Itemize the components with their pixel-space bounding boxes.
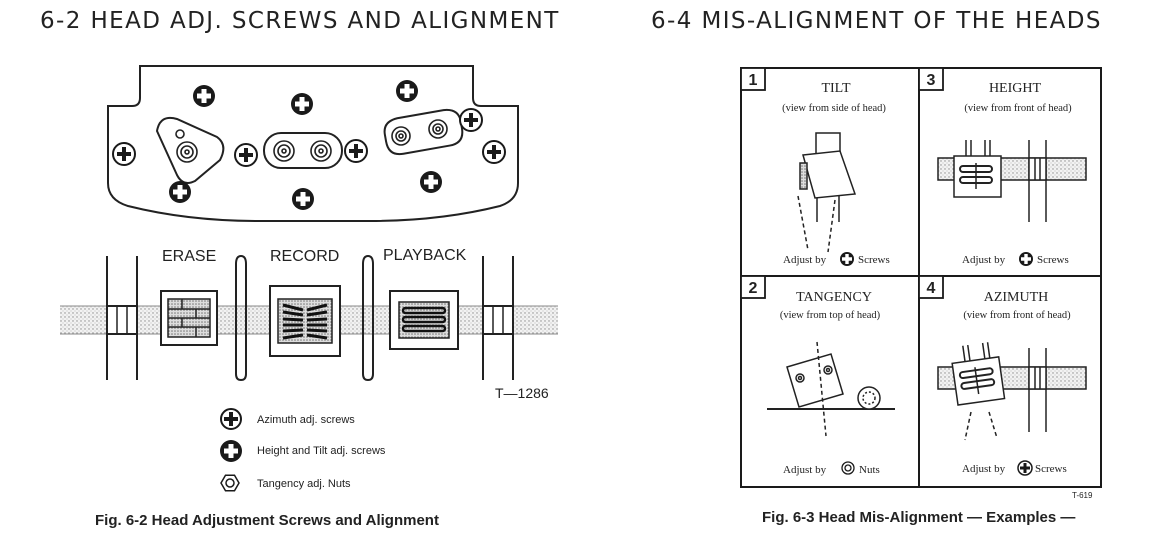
record-head (269, 285, 341, 357)
tilt-subtitle: (view from side of head) (782, 103, 886, 114)
tangency-nut-icon (220, 474, 240, 492)
playback-head (389, 290, 459, 350)
height-illustration (937, 140, 1087, 222)
tilt-adjust-suffix: Screws (858, 254, 890, 266)
azimuth-title: AZIMUTH (984, 290, 1049, 305)
panel-number-boxes (740, 67, 944, 299)
height-title: HEIGHT (989, 81, 1042, 96)
panel-tangency: 2 TANGENCY (view from top of head) Adjus… (749, 280, 895, 476)
figure-6-3-caption: Fig. 6-3 Head Mis-Alignment — Examples — (762, 509, 1076, 526)
height-adjust-suffix: Screws (1037, 254, 1069, 266)
figure-6-2-caption: Fig. 6-2 Head Adjustment Screws and Alig… (95, 512, 439, 529)
panel-height: 3 HEIGHT (view from front of head) Adjus… (927, 72, 1087, 266)
tangency-subtitle: (view from top of head) (780, 310, 881, 321)
erase-head (160, 290, 218, 346)
playback-label: PLAYBACK (383, 247, 467, 264)
tilt-adjust-prefix: Adjust by (783, 254, 827, 266)
azimuth-screw-icon (1017, 460, 1033, 476)
record-label: RECORD (270, 248, 339, 265)
panel-number-1: 1 (749, 72, 758, 89)
height-tilt-screw-icon (840, 252, 854, 266)
tangency-title: TANGENCY (796, 290, 872, 305)
panel-azimuth: 4 AZIMUTH (view from front of head) Adju… (927, 280, 1087, 476)
section-heading-6-4: 6-4 MIS-ALIGNMENT OF THE HEADS (651, 8, 1102, 34)
height-tilt-screws (169, 80, 442, 210)
legend-tangency-label: Tangency adj. Nuts (257, 478, 351, 490)
azimuth-adjust-suffix: Screws (1035, 463, 1067, 475)
height-subtitle: (view from front of head) (964, 103, 1072, 114)
azimuth-illustration (937, 342, 1087, 441)
azimuth-subtitle: (view from front of head) (963, 310, 1071, 321)
tangency-adjust-suffix: Nuts (859, 464, 880, 476)
section-heading-6-2: 6-2 HEAD ADJ. SCREWS AND ALIGNMENT (40, 8, 560, 34)
drawing-reference-t619: T-619 (1072, 491, 1093, 500)
tilt-illustration (797, 132, 857, 253)
tilt-title: TILT (821, 81, 850, 96)
azimuth-adjust-prefix: Adjust by (962, 463, 1006, 475)
legend: Azimuth adj. screws Height and Tilt adj.… (220, 408, 386, 492)
tangency-illustration (767, 341, 895, 437)
legend-height-tilt-label: Height and Tilt adj. screws (257, 445, 386, 457)
azimuth-screws (112, 108, 506, 167)
legend-azimuth-label: Azimuth adj. screws (257, 414, 355, 426)
panel-number-4: 4 (927, 280, 936, 297)
height-adjust-prefix: Adjust by (962, 254, 1006, 266)
height-tilt-screw-icon (220, 440, 242, 462)
tape-guides (106, 254, 514, 382)
tangency-nuts (175, 119, 448, 163)
tangency-adjust-prefix: Adjust by (783, 464, 827, 476)
panel-tilt: 1 TILT (view from side of head) Adjust b… (749, 72, 890, 266)
height-tilt-screw-icon (1019, 252, 1033, 266)
tangency-nut-icon (841, 461, 855, 475)
erase-label: ERASE (162, 248, 216, 265)
drawing-reference-t1286: T—1286 (495, 385, 549, 401)
azimuth-screw-icon (220, 408, 242, 430)
panel-number-3: 3 (927, 72, 936, 89)
panel-number-2: 2 (749, 280, 758, 297)
